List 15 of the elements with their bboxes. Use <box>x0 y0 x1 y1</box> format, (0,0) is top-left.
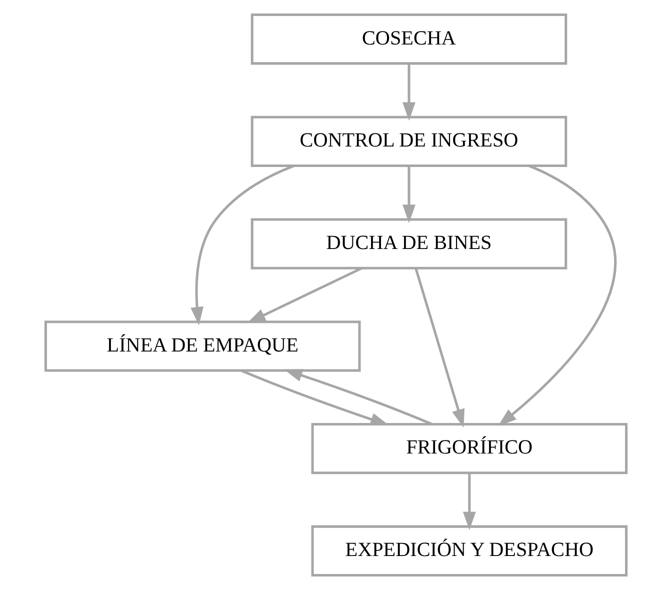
arrow <box>190 164 295 326</box>
arrow <box>247 267 362 324</box>
node-box: FRIGORÍFICO <box>311 422 628 474</box>
arrow <box>414 268 465 428</box>
arrow <box>402 64 416 121</box>
arrow <box>284 369 432 426</box>
arrow <box>498 164 616 426</box>
arrow <box>402 166 416 224</box>
node-box: COSECHA <box>250 14 568 65</box>
node-box: EXPEDICIÓN Y DESPACHO <box>311 525 628 576</box>
arrow <box>240 369 389 426</box>
node-box: CONTROL DE INGRESO <box>250 116 568 168</box>
node-box: LÍNEA DE EMPAQUE <box>44 320 361 372</box>
node-box: DUCHA DE BINES <box>250 218 568 270</box>
arrow <box>462 473 476 530</box>
